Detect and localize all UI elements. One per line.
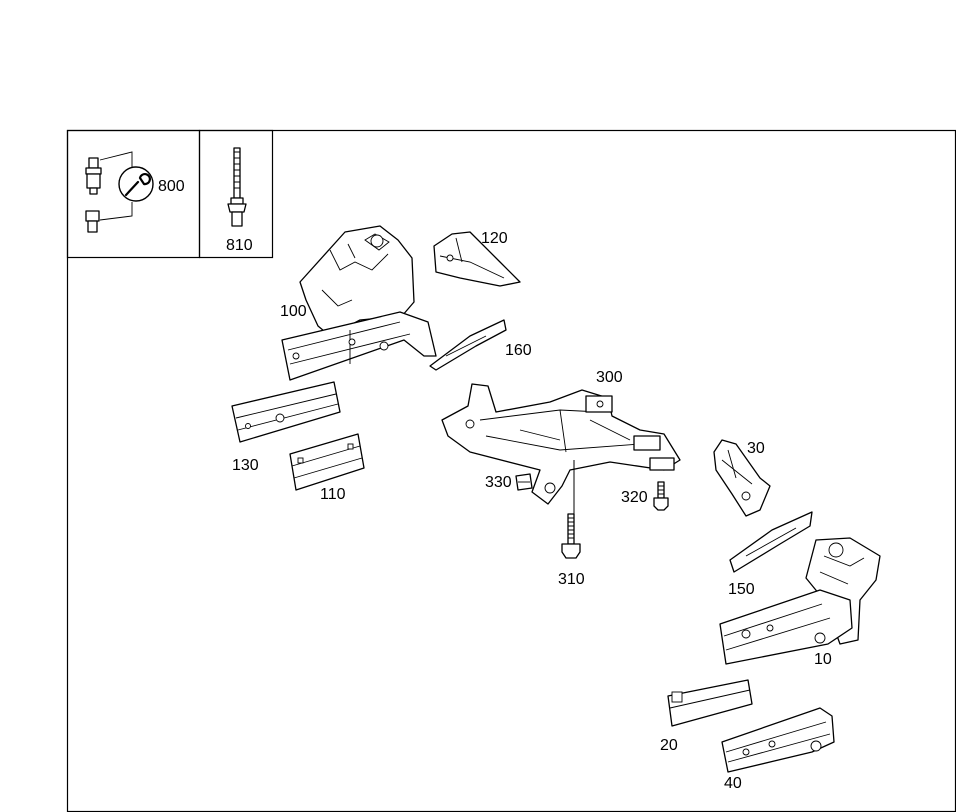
part-810-drawing[interactable] [227,147,247,227]
label-810: 810 [226,237,253,254]
part-30-drawing[interactable] [713,439,771,517]
part-150-drawing[interactable] [729,511,813,573]
label-330: 330 [485,474,512,491]
label-310: 310 [558,571,585,588]
part-800-drawing[interactable] [85,151,154,233]
label-100: 100 [280,303,307,320]
label-120: 120 [481,230,508,247]
label-320: 320 [621,489,648,506]
label-800: 800 [158,178,185,195]
label-150: 150 [728,581,755,598]
label-160: 160 [505,342,532,359]
part-300-drawing[interactable] [441,383,681,505]
part-110-drawing[interactable] [289,433,365,491]
part-320-drawing[interactable] [653,481,669,511]
label-10: 10 [814,651,832,668]
part-130-drawing[interactable] [231,381,341,443]
label-110: 110 [320,486,346,503]
label-20: 20 [660,737,678,754]
wrench-icon [118,166,154,202]
part-120-drawing[interactable] [433,231,521,287]
label-300: 300 [596,369,623,386]
inset-box-810 [198,129,274,259]
part-20-drawing[interactable] [667,679,753,727]
part-10-drawing[interactable] [719,537,881,665]
part-40-drawing[interactable] [721,707,835,773]
part-100-drawing[interactable] [281,225,437,381]
part-330-drawing[interactable] [515,473,533,491]
label-40: 40 [724,775,742,792]
label-130: 130 [232,457,259,474]
label-30: 30 [747,440,765,457]
part-310-drawing[interactable] [561,460,581,559]
part-160-drawing[interactable] [429,319,507,371]
